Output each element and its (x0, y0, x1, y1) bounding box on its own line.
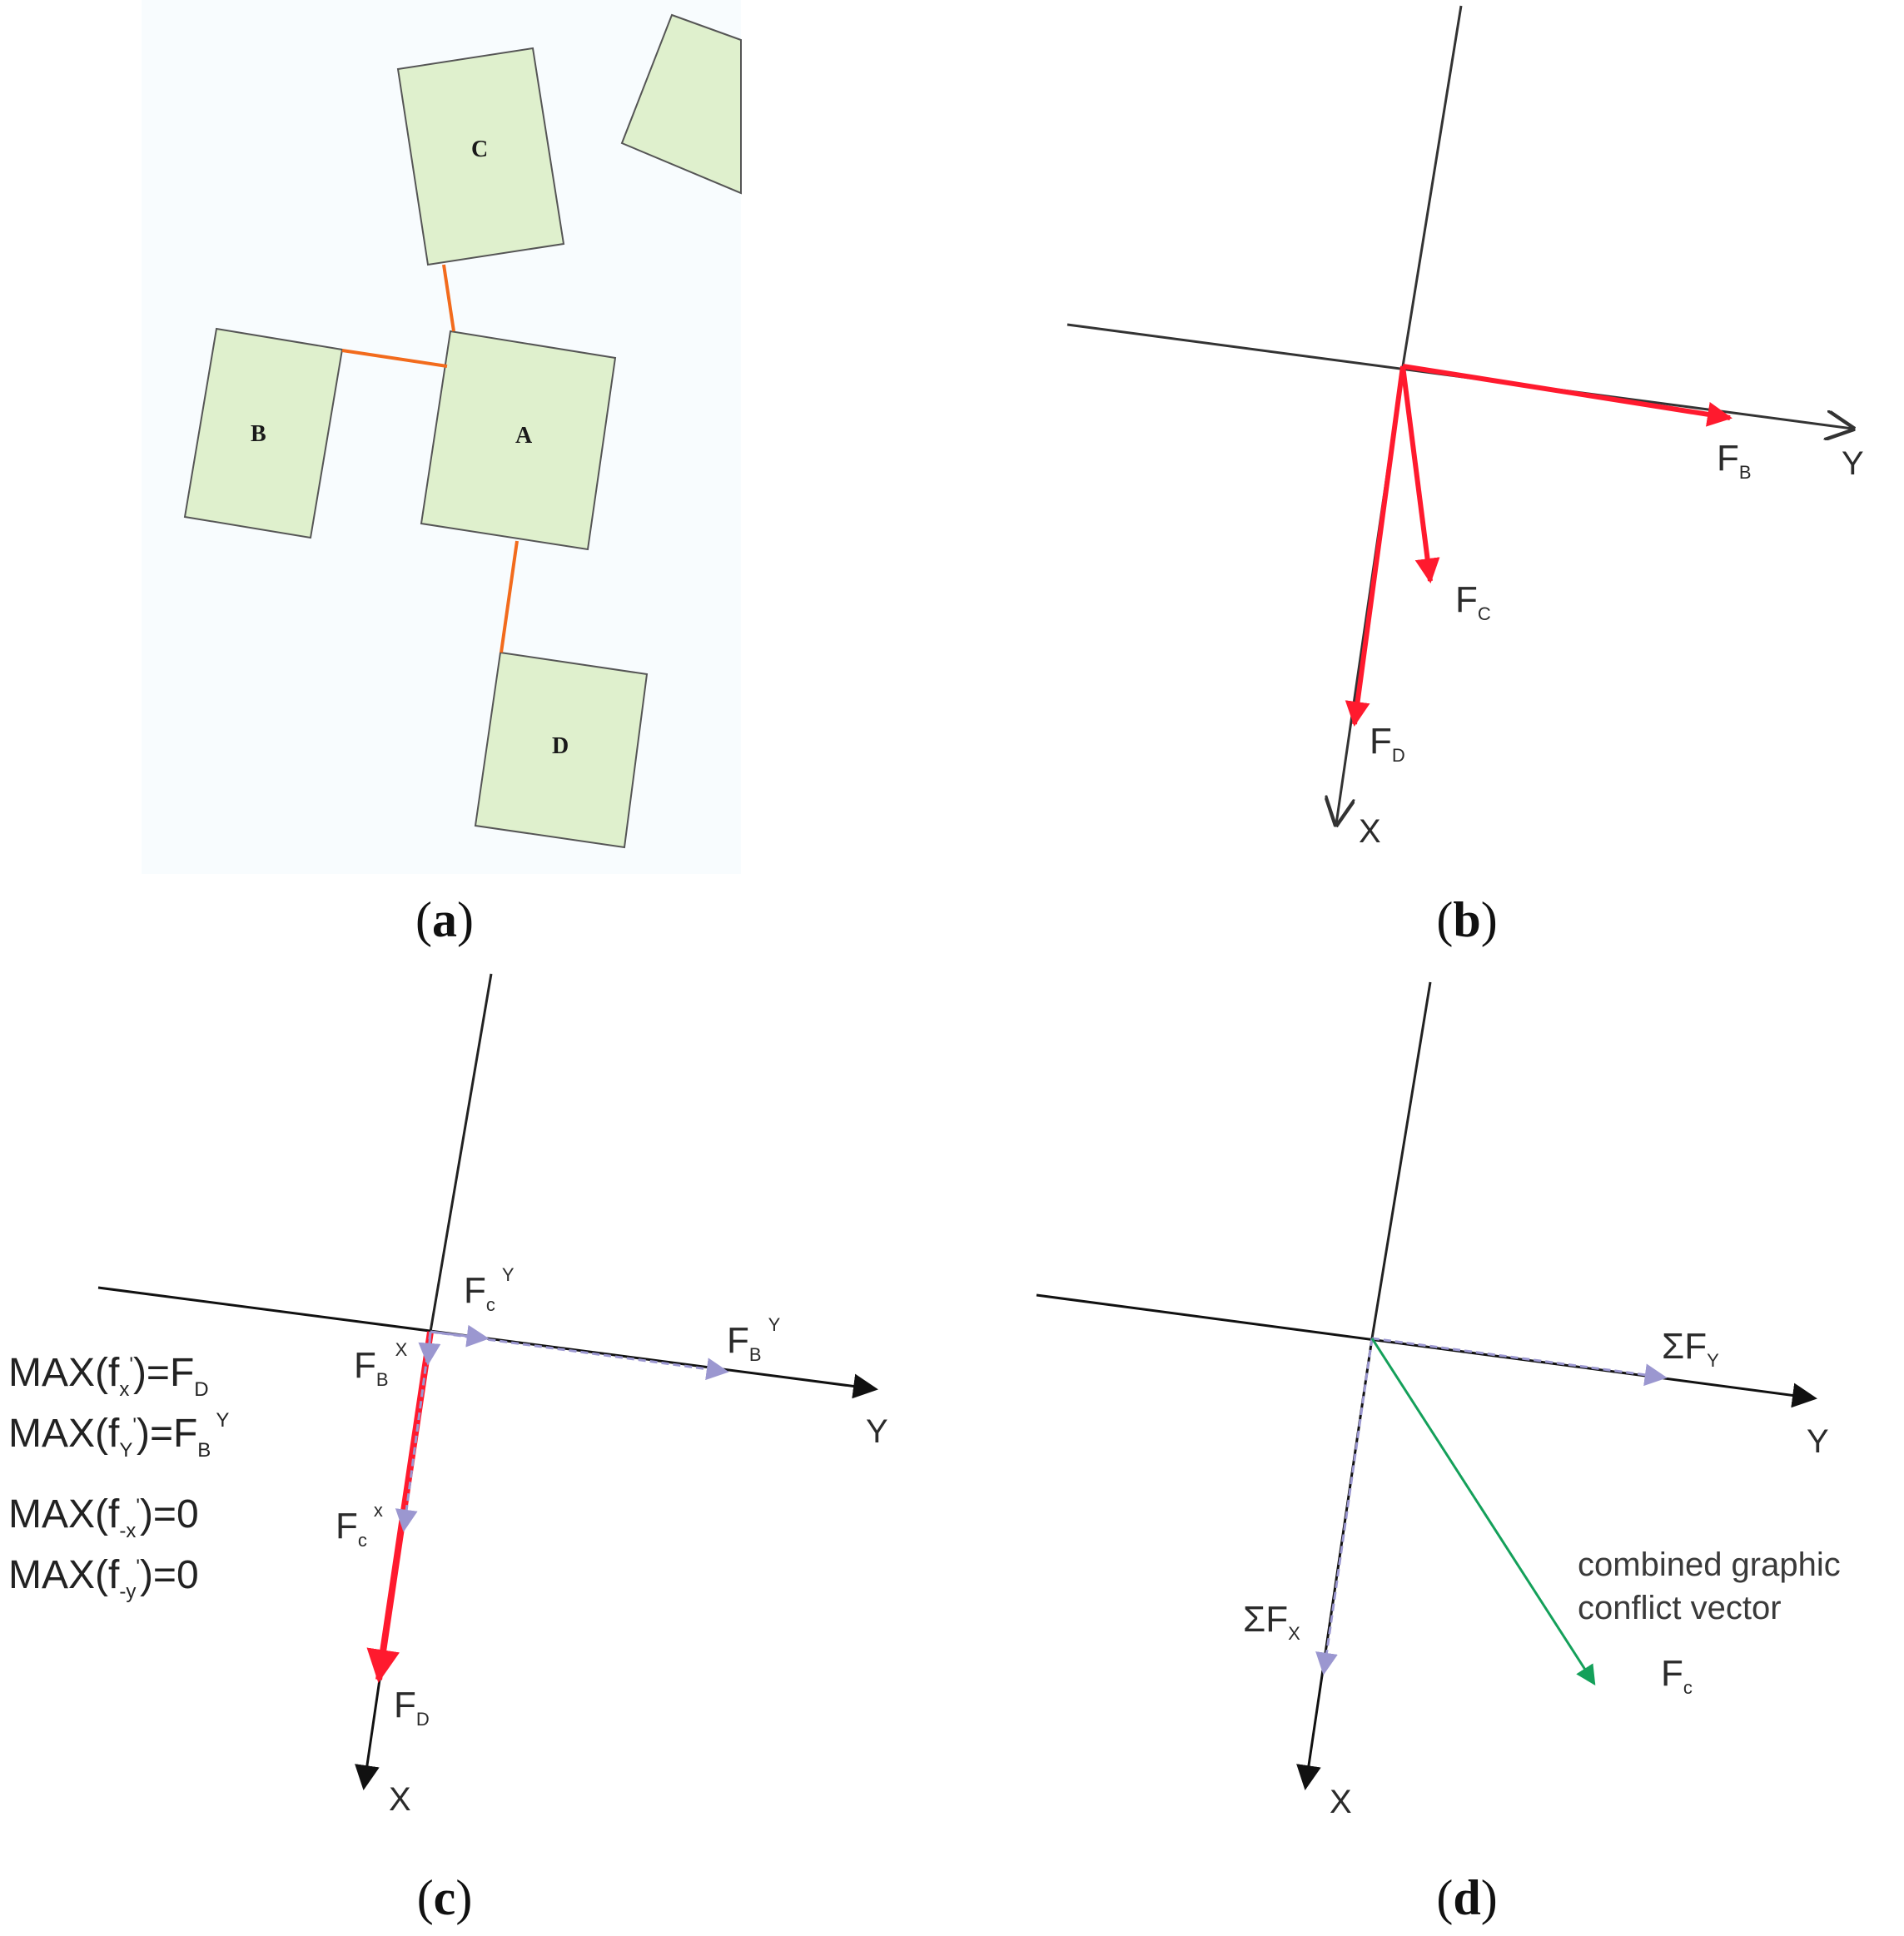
force-label-fb: FB (1717, 438, 1752, 483)
building-partial (620, 13, 742, 195)
label-fd: FD (394, 1685, 430, 1730)
label-sum-fx: ΣFX (1243, 1599, 1300, 1644)
panel-a: C B A D (a) (142, 0, 742, 947)
axis-vertical (429, 973, 493, 1333)
panel-d: ΣFY ΣFX Fc combined graphic conflict vec… (1036, 981, 1841, 1925)
label-fby: FBY (727, 1314, 781, 1365)
caption-d: (d) (1436, 1870, 1497, 1925)
force-label-fc: FC (1455, 579, 1491, 624)
axis-label-y: Y (1842, 445, 1864, 482)
component-fby (430, 1330, 729, 1381)
force-fd-arrow (1345, 365, 1405, 727)
label-fc: Fc (1661, 1653, 1693, 1698)
panel-c: FcY FBY FBX Fcx FD Y X MAX(fx')=FD MAX(f… (8, 973, 888, 1925)
axis-label-y: Y (1807, 1423, 1829, 1460)
note-line-1: combined graphic (1578, 1546, 1841, 1583)
label-fcy: FcY (464, 1264, 515, 1315)
sum-fx-arrow (1315, 1338, 1374, 1675)
note-line-2: conflict vector (1578, 1590, 1782, 1626)
label-fcx: Fcx (336, 1500, 383, 1551)
axis-y (1036, 1293, 1817, 1408)
equation-3: MAX(f-x')=0 (8, 1492, 199, 1542)
caption-b: (b) (1436, 892, 1497, 947)
force-fb-arrow (1402, 364, 1732, 427)
conflict-line-ad (500, 540, 519, 653)
building-a (420, 330, 617, 551)
component-fcx (395, 1331, 432, 1532)
building-c (396, 47, 565, 266)
label-sum-fy: ΣFY (1662, 1326, 1719, 1371)
component-fbx (418, 1331, 441, 1366)
axis-label-x: X (1330, 1784, 1352, 1820)
caption-a: (a) (415, 892, 474, 947)
equation-2: MAX(fY')=FBY (8, 1409, 229, 1462)
building-b (183, 327, 344, 539)
equation-1: MAX(fx')=FD (8, 1351, 209, 1401)
force-label-fd: FD (1370, 721, 1405, 766)
axis-label-x: X (389, 1781, 411, 1818)
axis-label-x: X (1359, 813, 1381, 850)
equation-4: MAX(f-y')=0 (8, 1553, 199, 1603)
sum-fy-arrow (1371, 1337, 1668, 1387)
conflict-line-ab (341, 349, 448, 368)
caption-c: (c) (417, 1870, 473, 1925)
building-label-a: A (515, 423, 533, 449)
axis-label-y: Y (866, 1413, 888, 1450)
force-fc-arrow (1400, 365, 1440, 583)
building-d (474, 651, 649, 849)
combined-vector-arrow (1370, 1338, 1596, 1686)
conflict-line-ac (442, 264, 455, 332)
building-label-b: B (251, 421, 266, 447)
panel-b: Y X FB FC FD (b) (1066, 5, 1864, 947)
building-label-c: C (471, 137, 488, 162)
axis-vertical (1401, 5, 1463, 367)
building-label-d: D (552, 733, 569, 759)
axis-vertical (1370, 981, 1432, 1339)
label-fbx: FBX (354, 1339, 408, 1390)
